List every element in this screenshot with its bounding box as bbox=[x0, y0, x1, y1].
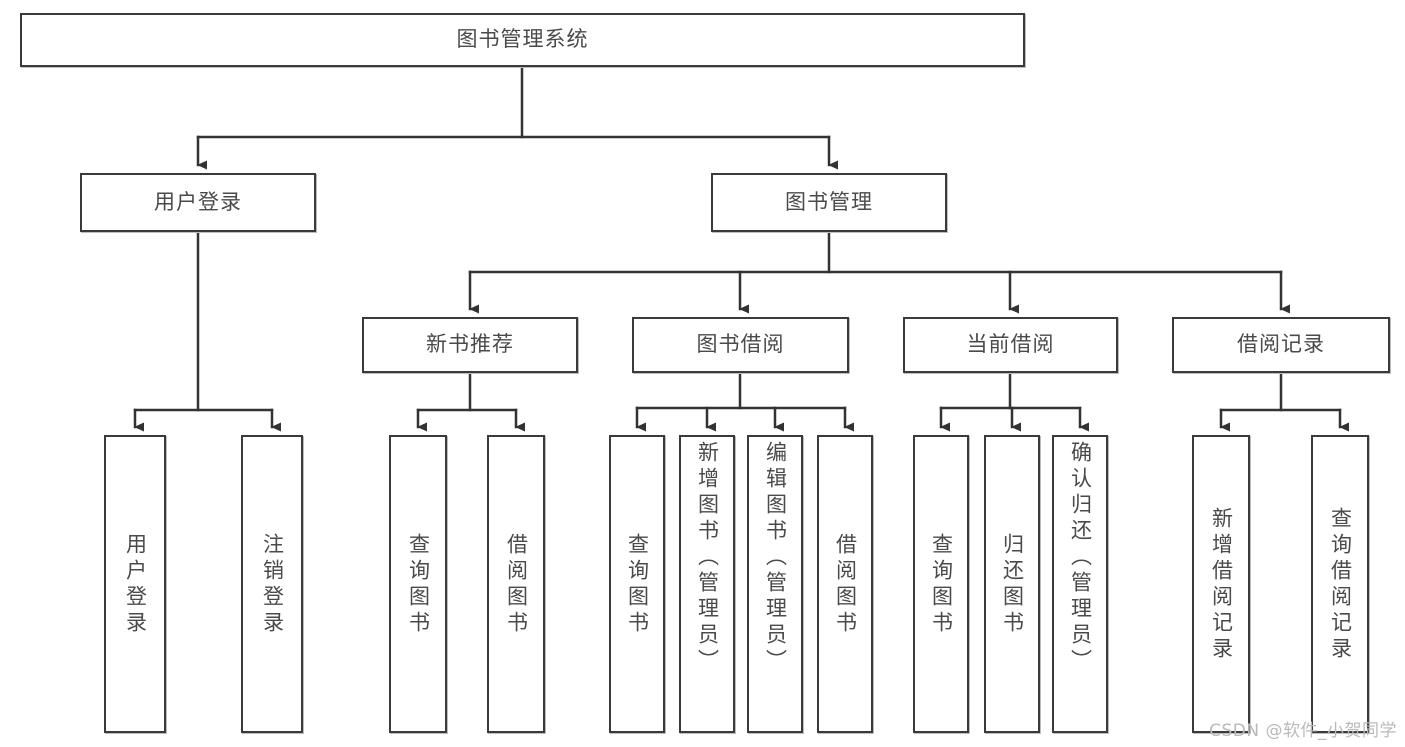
leaf-borrow-books-recommendation[interactable]: 借阅图书 bbox=[487, 435, 545, 733]
node-label: 归还图书 bbox=[1000, 533, 1025, 637]
node-label: 新增图书（管理员） bbox=[695, 441, 720, 675]
node-label: 查询图书 bbox=[406, 533, 431, 637]
node-label: 借阅图书 bbox=[504, 533, 529, 637]
node-label: 图书管理系统 bbox=[456, 27, 589, 52]
leaf-query-books-current[interactable]: 查询图书 bbox=[913, 435, 969, 733]
node-label: 新增借阅记录 bbox=[1209, 507, 1234, 663]
connector-borrow-record-to-leaves bbox=[1219, 371, 1349, 432]
connector-book-mgmt-to-level3 bbox=[468, 230, 1290, 314]
connector-user-login-to-leaves bbox=[133, 230, 281, 432]
node-book-borrowing[interactable]: 图书借阅 bbox=[632, 317, 849, 373]
node-current-borrowing[interactable]: 当前借阅 bbox=[903, 317, 1118, 373]
node-label: 查询图书 bbox=[625, 533, 650, 637]
node-label: 图书借阅 bbox=[696, 332, 785, 357]
leaf-add-book-admin[interactable]: 新增图书（管理员） bbox=[679, 435, 735, 733]
node-label: 图书管理 bbox=[785, 189, 873, 214]
node-label: 借阅记录 bbox=[1237, 332, 1325, 357]
leaf-add-borrowing-record[interactable]: 新增借阅记录 bbox=[1192, 435, 1250, 733]
leaf-user-login[interactable]: 用户登录 bbox=[104, 435, 166, 733]
connector-new-book-to-leaves bbox=[416, 371, 525, 432]
leaf-query-borrowing-record[interactable]: 查询借阅记录 bbox=[1311, 435, 1369, 733]
node-label: 用户登录 bbox=[154, 189, 242, 214]
node-label: 当前借阅 bbox=[966, 332, 1055, 357]
node-label: 借阅图书 bbox=[833, 533, 858, 637]
leaf-return-books[interactable]: 归还图书 bbox=[984, 435, 1040, 733]
node-label: 查询借阅记录 bbox=[1328, 507, 1353, 663]
leaf-borrow-books-borrowing[interactable]: 借阅图书 bbox=[817, 435, 873, 733]
leaf-query-books-borrowing[interactable]: 查询图书 bbox=[609, 435, 665, 733]
connector-root-to-level2 bbox=[196, 65, 838, 170]
node-label: 查询图书 bbox=[929, 533, 954, 637]
node-label: 新书推荐 bbox=[426, 332, 514, 357]
node-label: 注销登录 bbox=[260, 533, 285, 637]
node-new-book-recommendation[interactable]: 新书推荐 bbox=[362, 317, 578, 373]
connector-current-borrow-to-leaves bbox=[939, 371, 1089, 432]
node-label: 确认归还（管理员） bbox=[1068, 441, 1093, 675]
connector-book-borrow-to-leaves bbox=[635, 371, 854, 432]
leaf-logout[interactable]: 注销登录 bbox=[241, 435, 303, 733]
leaf-edit-book-admin[interactable]: 编辑图书（管理员） bbox=[747, 435, 803, 733]
leaf-query-books-recommendation[interactable]: 查询图书 bbox=[389, 435, 447, 733]
node-label: 编辑图书（管理员） bbox=[763, 441, 788, 675]
node-label: 用户登录 bbox=[123, 533, 148, 637]
leaf-confirm-return-admin[interactable]: 确认归还（管理员） bbox=[1052, 435, 1108, 733]
node-user-login[interactable]: 用户登录 bbox=[80, 173, 316, 232]
csdn-watermark: CSDN @软件_小贺同学 bbox=[1209, 721, 1397, 741]
node-borrowing-records[interactable]: 借阅记录 bbox=[1172, 317, 1390, 373]
node-book-management[interactable]: 图书管理 bbox=[711, 173, 947, 232]
node-root-book-management-system[interactable]: 图书管理系统 bbox=[20, 13, 1025, 67]
